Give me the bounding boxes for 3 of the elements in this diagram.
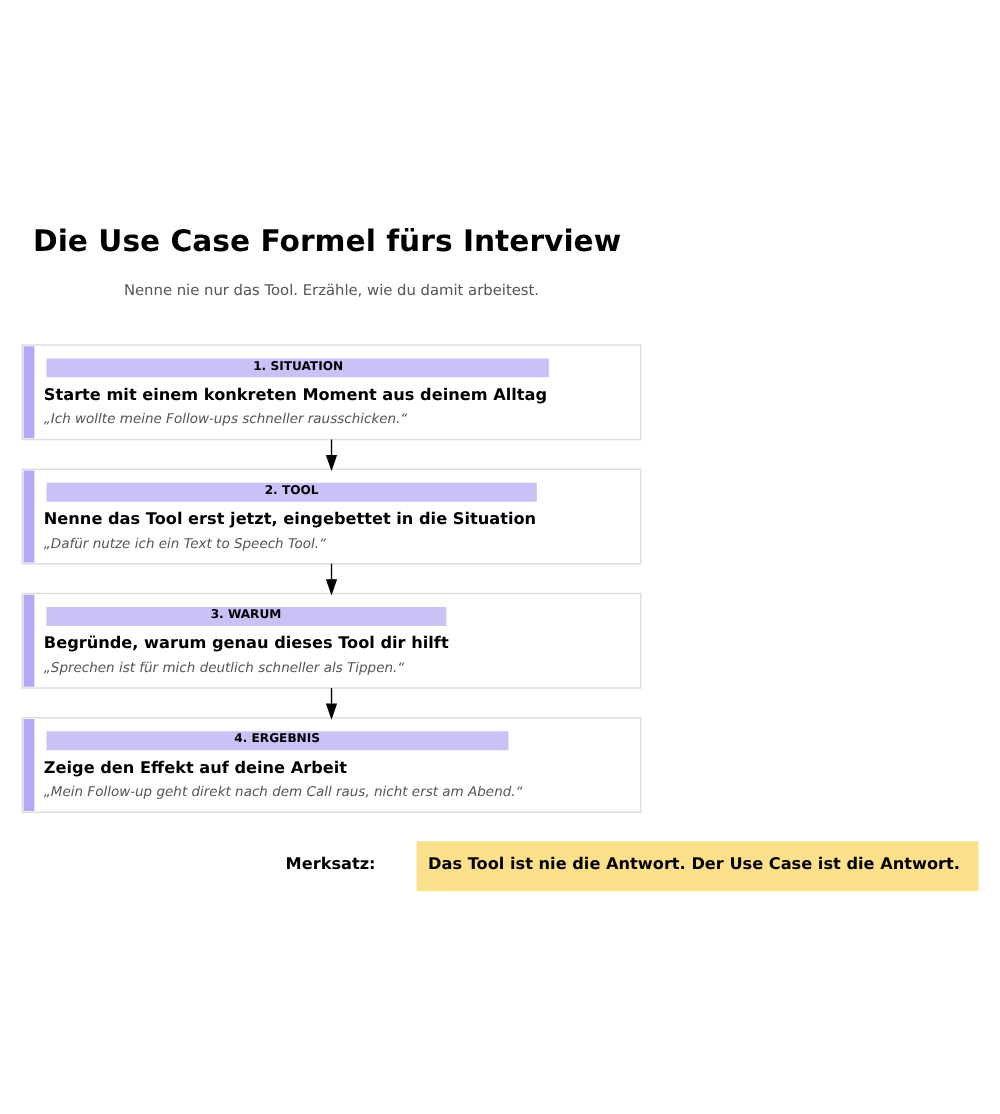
diagram-title: Die Use Case Formel fürs Interview xyxy=(33,223,622,260)
label: Das Tool ist nie die Antwort. Der Use Case ist die Antwort. xyxy=(428,853,960,874)
label: Merksatz: xyxy=(285,853,376,874)
